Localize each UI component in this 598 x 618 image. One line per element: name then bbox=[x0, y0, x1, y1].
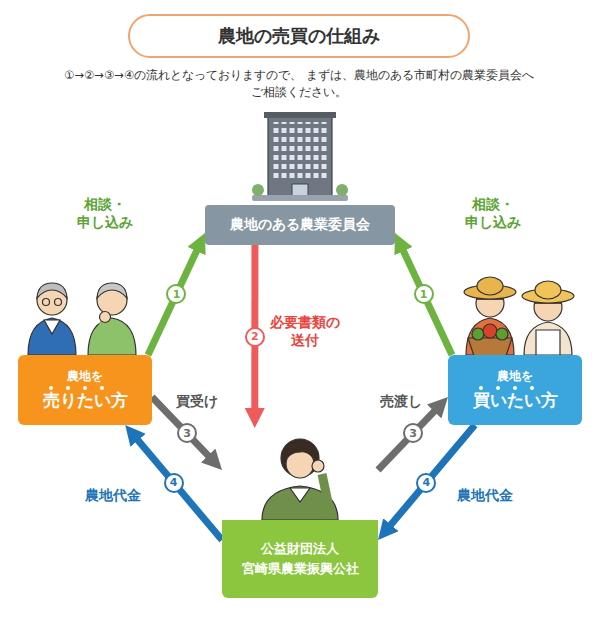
callout-number: 1 bbox=[166, 284, 186, 304]
callout-number: 3 bbox=[403, 423, 423, 443]
node-heading: 農地のある農業委員会 bbox=[230, 216, 370, 234]
emphasis-dot bbox=[100, 386, 104, 390]
edge-label: 相談・ 申し込み bbox=[75, 196, 135, 231]
emphasis-dot bbox=[530, 386, 534, 390]
office-building bbox=[252, 112, 348, 201]
seller-figures bbox=[28, 283, 136, 355]
emphasis-dot bbox=[479, 386, 483, 390]
edge-label: 農地代金 bbox=[80, 487, 146, 505]
flow-arrow bbox=[148, 233, 205, 355]
committee-box: 農地のある農業委員会 bbox=[205, 205, 395, 245]
edge-label: 農地代金 bbox=[452, 487, 518, 505]
callout-number: 1 bbox=[414, 284, 434, 304]
node-heading: 農地を bbox=[67, 369, 103, 383]
callout-number: 3 bbox=[177, 423, 197, 443]
callout-number: 2 bbox=[245, 327, 265, 347]
organization-box: 公益財団法人宮崎県農業振興公社 bbox=[222, 428, 378, 598]
title: 農地の売買の仕組み bbox=[218, 24, 380, 48]
emphasis-dot bbox=[49, 386, 53, 390]
emphasis-dot bbox=[496, 386, 500, 390]
emphasis-dot bbox=[513, 386, 517, 390]
title-pill: 農地の売買の仕組み bbox=[128, 14, 470, 58]
flow-arrow bbox=[125, 425, 222, 540]
emphasis-dot bbox=[66, 386, 70, 390]
buyer-box: 農地を買いたい方 bbox=[448, 355, 582, 425]
edge-label: 売渡し bbox=[376, 393, 426, 411]
edge-label: 必要書類の 送付 bbox=[268, 314, 342, 349]
emphasis-dot bbox=[83, 386, 87, 390]
flow-arrow bbox=[378, 425, 475, 540]
seller-box: 農地を売りたい方 bbox=[18, 355, 152, 425]
subtitle: ①→②→③→④の流れとなっておりますので、 まずは、農地のある市町村の農業委員会… bbox=[64, 67, 534, 102]
callout-number: 4 bbox=[164, 473, 184, 493]
node-heading: 公益財団法人 bbox=[261, 541, 339, 557]
edge-label: 買受け bbox=[172, 393, 222, 411]
buyer-figures bbox=[464, 277, 574, 356]
node-text: 買いたい方 bbox=[473, 390, 558, 411]
flow-arrow bbox=[395, 233, 452, 355]
node-heading: 農地を bbox=[497, 369, 533, 383]
node-text: 宮崎県農業振興公社 bbox=[242, 561, 359, 577]
edge-label: 相談・ 申し込み bbox=[463, 196, 523, 231]
callout-number: 4 bbox=[416, 473, 436, 493]
node-text: 売りたい方 bbox=[43, 390, 128, 411]
